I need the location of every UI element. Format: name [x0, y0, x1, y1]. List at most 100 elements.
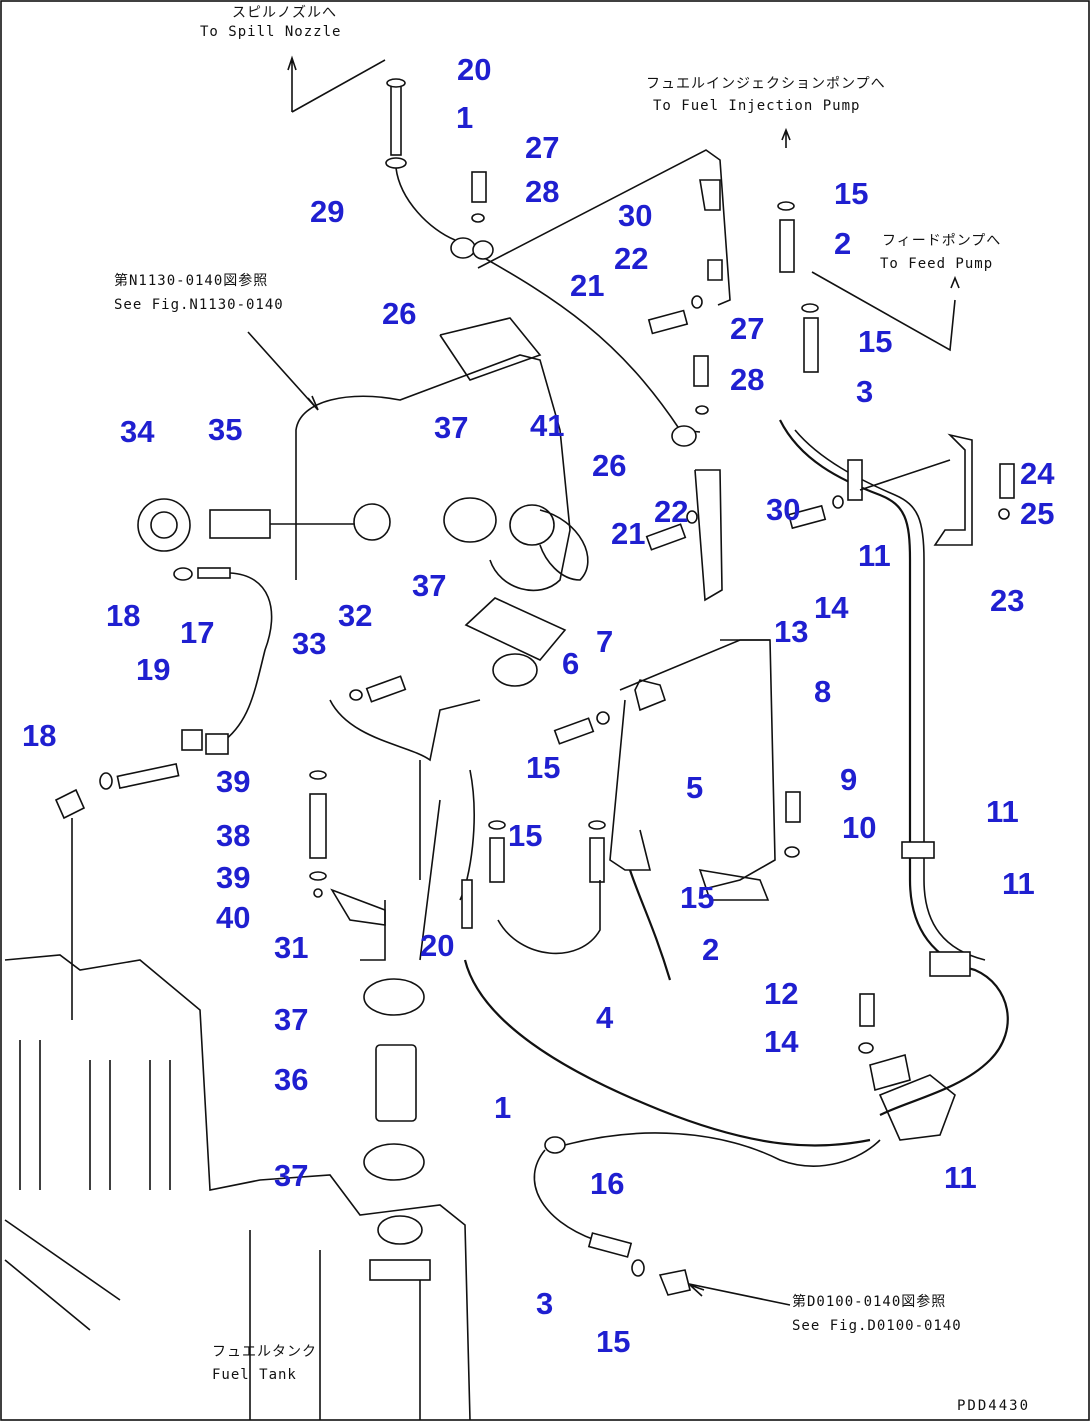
callout-30: 30 — [766, 492, 801, 527]
injection-pump-arrow — [781, 127, 791, 148]
callout-26: 26 — [592, 448, 627, 483]
callout-22: 22 — [654, 494, 689, 529]
callout-22: 22 — [614, 241, 649, 276]
callout-6: 6 — [562, 646, 580, 681]
callout-30: 30 — [618, 198, 653, 233]
callout-27: 27 — [730, 311, 765, 346]
note-ref1-jp: 第N1130-0140図参照 — [114, 273, 269, 289]
callout-2: 2 — [834, 226, 852, 261]
clamp-37-upper-b — [509, 504, 555, 546]
fuel-tank-ribs — [4, 1040, 421, 1420]
washer-28-upper — [471, 213, 485, 223]
note-injection-en: To Fuel Injection Pump — [653, 98, 861, 114]
clamp-37-mid — [464, 597, 567, 661]
clamp-15-top — [777, 201, 795, 211]
sleeve-35 — [209, 509, 271, 539]
callout-11: 11 — [1002, 866, 1035, 901]
hose-run-right — [779, 419, 1009, 1116]
callout-12: 12 — [764, 976, 799, 1011]
callout-1: 1 — [456, 100, 474, 135]
hose-41 — [539, 509, 589, 581]
bolt-12 — [859, 993, 875, 1027]
washer-25 — [998, 508, 1010, 520]
nozzle-pipe-top — [390, 84, 402, 156]
washer-28-lower — [695, 405, 709, 415]
hose-17-end — [197, 567, 231, 579]
joint-19-b — [205, 733, 229, 755]
callout-4: 4 — [596, 1000, 614, 1035]
fuel-tank-outline — [4, 954, 471, 1421]
callout-32: 32 — [338, 598, 373, 633]
callout-38: 38 — [216, 818, 251, 853]
callout-37: 37 — [434, 410, 469, 445]
fuel-cap-34-inner — [150, 511, 178, 539]
callout-20: 20 — [457, 52, 492, 87]
callout-14: 14 — [764, 1024, 799, 1059]
note-tank-jp: フュエルタンク — [212, 1344, 317, 1360]
callout-18: 18 — [106, 598, 141, 633]
fuel-hose-1 — [463, 959, 871, 1147]
stand-foot — [698, 868, 770, 901]
callout-25: 25 — [1020, 496, 1055, 531]
spill-nozzle-bracket — [291, 59, 386, 113]
joint-19-a — [181, 729, 203, 751]
callout-28: 28 — [525, 174, 560, 209]
clamp-39-upper — [309, 770, 327, 780]
callout-13: 13 — [774, 614, 809, 649]
hose-run-right-b — [794, 429, 986, 961]
bolt-24 — [999, 463, 1015, 499]
hose-36 — [375, 1044, 417, 1122]
bolt-21-upper — [647, 309, 689, 335]
note-injection-jp: フュエルインジェクションポンプへ — [646, 76, 886, 92]
clamp-16 — [544, 1136, 566, 1154]
washer-22-upper — [691, 295, 703, 309]
hose-16 — [564, 1132, 881, 1167]
clamp-29 — [385, 157, 407, 169]
leader-23 — [859, 459, 951, 491]
callout-40: 40 — [216, 900, 251, 935]
drain-hanger — [54, 788, 86, 1020]
callout-37: 37 — [274, 1158, 309, 1193]
callout-35: 35 — [208, 412, 243, 447]
callout-39: 39 — [216, 764, 251, 799]
hose-18-lower — [116, 762, 180, 790]
clamp-11-lower — [929, 951, 971, 977]
callout-24: 24 — [1020, 456, 1055, 491]
bolt-6 — [553, 717, 595, 745]
clamp-20-top — [386, 78, 406, 88]
washer-33 — [349, 689, 363, 701]
washer-10 — [784, 846, 800, 858]
hose-2-upper — [779, 219, 795, 273]
hose-3-lower — [587, 1232, 633, 1258]
bracket-23 — [933, 433, 973, 546]
bolt-21-lower — [645, 523, 687, 551]
feed-pump-line — [811, 271, 960, 352]
clamp-37-lower-b — [363, 1143, 425, 1181]
bracket-30-lower — [694, 469, 723, 602]
bolt-13 — [787, 504, 827, 530]
callout-15: 15 — [526, 750, 561, 785]
clamp-11-mid — [901, 841, 935, 859]
callout-15: 15 — [508, 818, 543, 853]
callout-23: 23 — [990, 583, 1025, 618]
mount-5 — [609, 679, 666, 871]
clamp-18-upper — [173, 567, 193, 581]
callout-15: 15 — [596, 1324, 631, 1359]
clamp-26-upper-b — [472, 240, 494, 260]
callout-10: 10 — [842, 810, 877, 845]
clamp-37-lower-a — [363, 978, 425, 1016]
callout-34: 34 — [120, 414, 155, 449]
clamp-11-upper — [847, 459, 863, 501]
callout-27: 27 — [525, 130, 560, 165]
note-spill-en: To Spill Nozzle — [200, 24, 342, 40]
fitting-lower — [658, 1269, 691, 1296]
clamp-26-lower — [671, 425, 697, 447]
washer-14-upper — [832, 495, 844, 509]
note-tank-en: Fuel Tank — [212, 1367, 297, 1383]
callout-2: 2 — [702, 932, 720, 967]
filter-plate-8 — [619, 639, 776, 891]
bolt-27-upper — [471, 171, 487, 203]
callout-41: 41 — [530, 408, 565, 443]
clamp-15-mid — [801, 303, 819, 313]
